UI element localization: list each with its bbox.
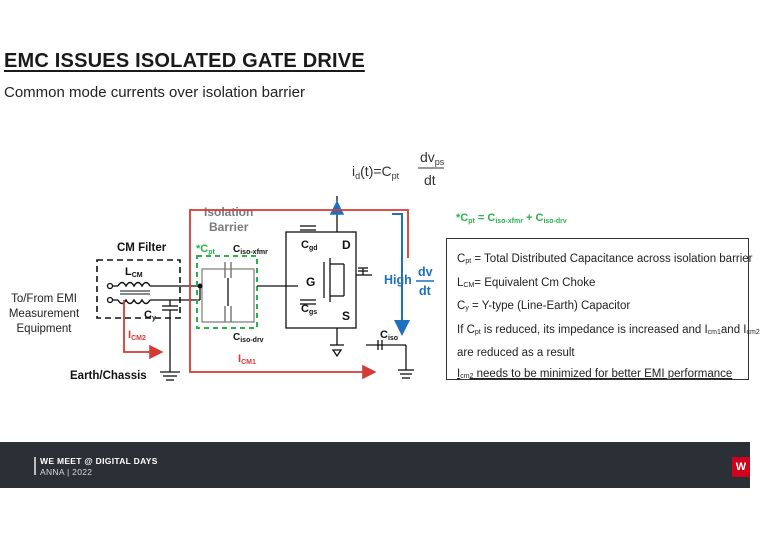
- circuit-diagram: id(t)=Cpt dvps dt *Cpt = Ciso-xfmr + Cis…: [9, 149, 567, 382]
- svg-text:To/From EMI: To/From EMI: [11, 293, 77, 305]
- isolation-barrier-box: [196, 255, 258, 329]
- icm1-label: ICM1: [238, 353, 256, 366]
- icm1-path: [189, 209, 409, 380]
- ciso-label: Ciso: [380, 329, 398, 342]
- cpt-note: *Cpt = Ciso-xfmr + Ciso-drv: [456, 212, 567, 225]
- footer-event: WE MEET @ DIGITAL DAYS: [40, 456, 158, 466]
- legend-line-result: are reduced as a result: [457, 347, 575, 359]
- cgd-label: Cgd: [301, 239, 318, 252]
- legend-line-reduce: If Cpt is reduced, its impedance is incr…: [457, 323, 760, 336]
- cgs-label: Cgs: [301, 303, 317, 316]
- cm-filter-box: [96, 259, 181, 319]
- isolation-barrier-label: Isolation Barrier: [204, 205, 253, 234]
- footer-bar: WE MEET @ DIGITAL DAYS ANNA | 2022: [0, 442, 750, 488]
- slide-title: EMC ISSUES ISOLATED GATE DRIVE: [4, 50, 365, 72]
- svg-text:Equipment: Equipment: [17, 323, 73, 335]
- icm2-path: [123, 300, 164, 360]
- common-mode-choke: [117, 281, 151, 305]
- source-label: S: [342, 309, 350, 323]
- lcm-label: LCM: [125, 266, 143, 279]
- svg-text:*Cpt = Ciso-xfmr + Ciso-drv: *Cpt = Ciso-xfmr + Ciso-drv: [456, 212, 567, 225]
- legend-box: Cpt = Total Distributed Capacitance acro…: [446, 238, 760, 380]
- cpt-label: *Cpt: [196, 243, 216, 256]
- cm-filter-label: CM Filter: [117, 242, 167, 254]
- svg-text:dt: dt: [424, 172, 436, 188]
- dvdt-label: dv dt: [416, 265, 434, 298]
- legend-line-cpt: Cpt = Total Distributed Capacitance acro…: [457, 253, 753, 265]
- input-wiring: [106, 282, 200, 381]
- drain-label: D: [342, 238, 351, 252]
- legend-line-minimize: Icm2 needs to be minimized for better EM…: [457, 367, 733, 380]
- ciso-xfmr-label: Ciso-xfmr: [233, 244, 268, 256]
- svg-text:dv: dv: [418, 265, 433, 279]
- barrier-wiring: [197, 278, 298, 306]
- isolation-capacitors: [224, 262, 232, 322]
- ciso-drv-label: Ciso-drv: [233, 332, 264, 344]
- earth-chassis-label: Earth/Chassis: [70, 370, 147, 382]
- brand-logo-icon: W: [732, 457, 750, 477]
- high-label: High: [384, 273, 412, 287]
- legend-line-cy: Cy = Y-type (Line-Earth) Capacitor: [457, 300, 631, 312]
- icm2-label: ICM2: [128, 329, 146, 342]
- gate-label: G: [306, 275, 315, 289]
- svg-text:dvps: dvps: [420, 149, 445, 167]
- mosfet-section: [285, 196, 414, 379]
- svg-text:Barrier: Barrier: [209, 220, 249, 234]
- legend-line-lcm: LCM= Equivalent Cm Choke: [457, 276, 596, 289]
- svg-text:Isolation: Isolation: [204, 205, 253, 219]
- formula: id(t)=Cpt dvps dt: [352, 149, 445, 188]
- cy-label: Cy: [144, 309, 156, 322]
- svg-text:Measurement: Measurement: [9, 308, 80, 320]
- emi-equipment-label: To/From EMI Measurement Equipment: [9, 293, 80, 335]
- svg-text:dt: dt: [419, 284, 432, 298]
- footer-author: ANNA | 2022: [40, 467, 93, 477]
- svg-text:id(t)=Cpt: id(t)=Cpt: [352, 163, 400, 181]
- slide-subtitle: Common mode currents over isolation barr…: [4, 84, 305, 101]
- footer-accent-mark: [34, 457, 36, 475]
